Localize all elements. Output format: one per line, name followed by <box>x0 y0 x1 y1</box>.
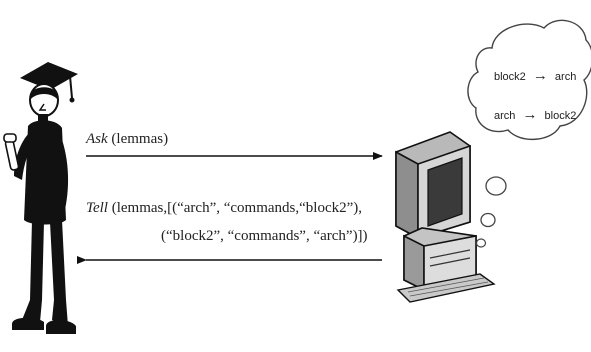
thought-line-1-arrow: → <box>532 67 548 84</box>
ask-verb: Ask <box>86 131 108 147</box>
ask-message: Ask (lemmas) <box>86 131 168 148</box>
tell-args-line1: (lemmas,[(“arch”, “commands,“block2”), <box>107 200 363 216</box>
computer-icon <box>395 131 496 303</box>
thought-line-2-to: block2 <box>544 110 577 122</box>
tell-message-line1: Tell (lemmas,[(“arch”, “commands,“block2… <box>86 200 362 217</box>
thought-cloud-icon <box>467 19 591 248</box>
thought-line-1: block2 → arch <box>494 67 576 84</box>
thought-line-1-to: arch <box>554 71 577 83</box>
thought-line-1-from: block2 <box>494 71 526 83</box>
tell-verb: Tell <box>86 200 108 216</box>
tell-args-line2: (“block2”, “commands”, “arch”)]) <box>161 228 368 244</box>
tell-message-line2: (“block2”, “commands”, “arch”)]) <box>161 228 368 245</box>
graduate-figure-icon <box>3 62 78 334</box>
thought-line-2-from: arch <box>494 110 516 122</box>
thought-line-2: arch → block2 <box>494 106 576 123</box>
ask-args: (lemmas) <box>107 131 169 147</box>
thought-line-2-arrow: → <box>522 106 538 123</box>
